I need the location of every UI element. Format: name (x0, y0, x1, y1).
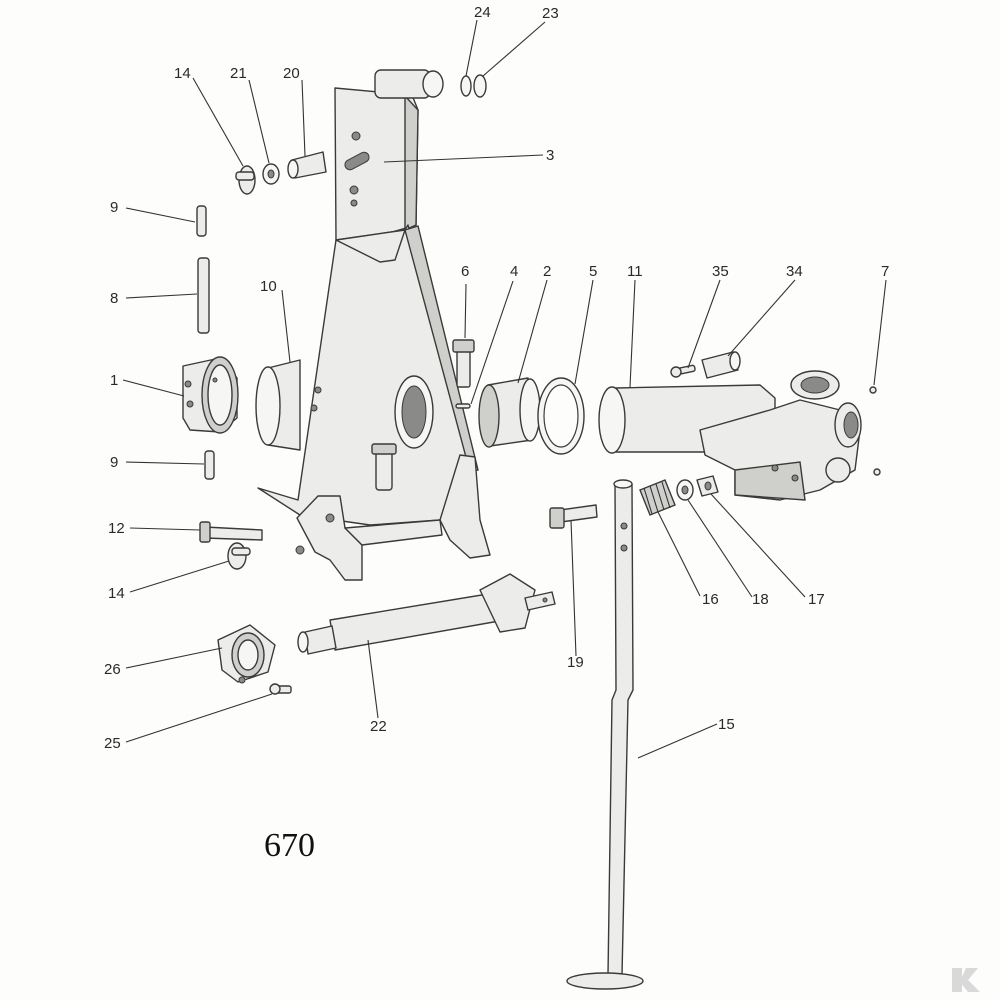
callout-7: 7 (881, 263, 889, 280)
part-9-pin-top (196, 205, 207, 237)
callout-10: 10 (260, 278, 277, 295)
part-2-bushing (478, 377, 541, 448)
part-7-screws (869, 386, 881, 476)
callout-21: 21 (230, 65, 247, 82)
corner-logo-icon (952, 968, 980, 992)
part-10-main-frame (255, 224, 491, 581)
part-6-bolt (452, 339, 475, 388)
part-25-screw (269, 683, 292, 695)
callout-9-bottom: 9 (110, 454, 118, 471)
part-15-rod (566, 479, 644, 990)
callout-19: 19 (567, 654, 584, 671)
part-3-bracket (334, 69, 444, 246)
part-22-shaft (297, 573, 556, 655)
parts-23-24-rings (460, 74, 487, 98)
part-16-spring (639, 479, 676, 516)
part-1-collar (182, 356, 239, 434)
part-5-seal (537, 377, 585, 455)
callout-2: 2 (543, 263, 551, 280)
callout-18: 18 (752, 591, 769, 608)
part-26-collar (217, 624, 276, 684)
leader-lines (122, 19, 887, 759)
part-8-rod (197, 257, 210, 334)
part-34-pin (701, 351, 741, 379)
callout-24: 24 (474, 4, 491, 21)
figure-caption: 670 (264, 827, 315, 864)
part-4-small-pin (455, 403, 471, 409)
callout-5: 5 (589, 263, 597, 280)
callout-14-bottom: 14 (108, 585, 125, 602)
callout-8: 8 (110, 290, 118, 307)
part-35-screw (670, 364, 696, 378)
callout-34: 34 (786, 263, 803, 280)
part-19-bolt (549, 504, 598, 529)
callout-16: 16 (702, 591, 719, 608)
callout-25: 25 (104, 735, 121, 752)
callout-20: 20 (283, 65, 300, 82)
callout-26: 26 (104, 661, 121, 678)
callout-22: 22 (370, 718, 387, 735)
part-11-arm (598, 370, 862, 501)
callout-4: 4 (510, 263, 518, 280)
callout-labels: 24 23 14 21 20 3 9 8 10 6 4 2 5 11 35 34… (104, 4, 889, 752)
callout-35: 35 (712, 263, 729, 280)
part-9-pin-bottom (204, 450, 215, 480)
part-17-nut (696, 475, 719, 497)
part-20-pin (287, 151, 327, 179)
part-21-washer (262, 163, 280, 185)
part-12-bolt (199, 521, 263, 543)
callout-1: 1 (110, 372, 118, 389)
callout-14-top: 14 (174, 65, 191, 82)
callout-12: 12 (108, 520, 125, 537)
part-18-washer (676, 479, 694, 501)
callout-15: 15 (718, 716, 735, 733)
callout-11: 11 (627, 263, 643, 280)
part-14-lynch-pin-bottom (227, 542, 251, 570)
callout-9-top: 9 (110, 199, 118, 216)
part-14-lynch-pin-top (235, 165, 256, 195)
callout-17: 17 (808, 591, 825, 608)
callout-6: 6 (461, 263, 469, 280)
callout-23: 23 (542, 5, 559, 22)
callout-3: 3 (546, 147, 554, 164)
